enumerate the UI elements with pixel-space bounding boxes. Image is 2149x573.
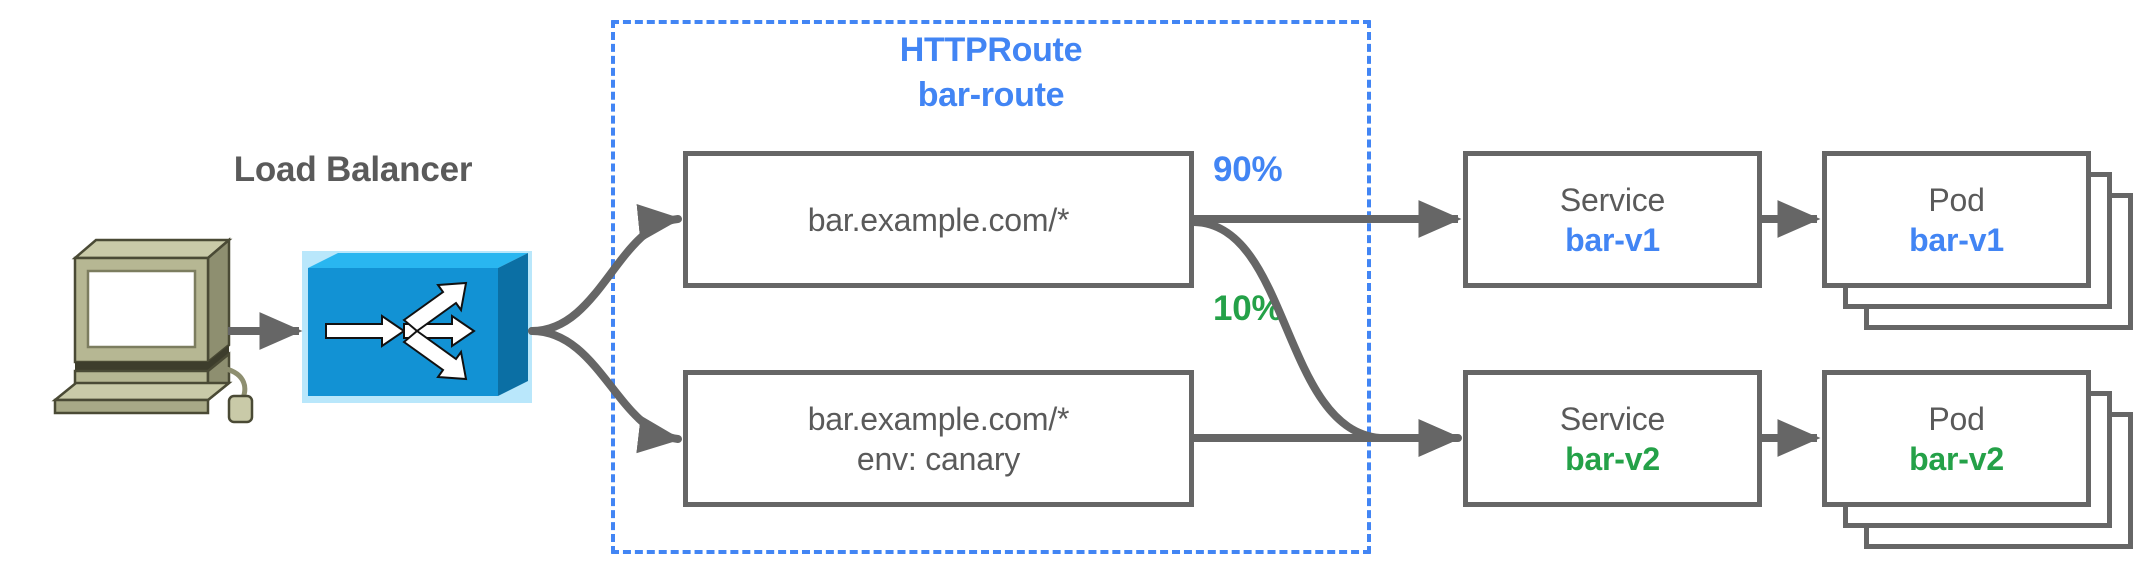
pod-box-bar-v2: Pod bar-v2	[1822, 370, 2091, 507]
pod-name-label-v2: bar-v2	[1909, 440, 2004, 477]
httproute-name-label: bar-route	[917, 76, 1065, 115]
service-kind-label-v1: Service	[1559, 181, 1666, 218]
route-rule-top-host: bar.example.com/*	[807, 201, 1070, 238]
traffic-weight-10: 10%	[1213, 289, 1283, 328]
service-box-bar-v1: Service bar-v1	[1463, 151, 1762, 288]
pod-kind-label-v1: Pod	[1928, 181, 1985, 218]
service-kind-label-v2: Service	[1559, 400, 1666, 437]
httproute-kind-label: HTTPRoute	[899, 31, 1083, 69]
service-name-label-v2: bar-v2	[1565, 440, 1660, 477]
route-rule-bottom-header: env: canary	[856, 440, 1021, 477]
route-rule-box-top: bar.example.com/*	[683, 151, 1194, 288]
httproute-title: HTTPRoute bar-route	[611, 28, 1371, 118]
desktop-computer-icon	[51, 237, 254, 424]
load-balancer-icon	[302, 251, 532, 403]
load-balancer-label: Load Balancer	[233, 150, 473, 189]
service-name-label-v1: bar-v1	[1565, 221, 1660, 258]
traffic-weight-90: 90%	[1213, 150, 1283, 189]
route-rule-bottom-host: bar.example.com/*	[807, 400, 1070, 437]
pod-box-bar-v1: Pod bar-v1	[1822, 151, 2091, 288]
pod-kind-label-v2: Pod	[1928, 400, 1985, 437]
pod-name-label-v1: bar-v1	[1909, 221, 2004, 258]
route-rule-box-bottom: bar.example.com/* env: canary	[683, 370, 1194, 507]
service-box-bar-v2: Service bar-v2	[1463, 370, 1762, 507]
